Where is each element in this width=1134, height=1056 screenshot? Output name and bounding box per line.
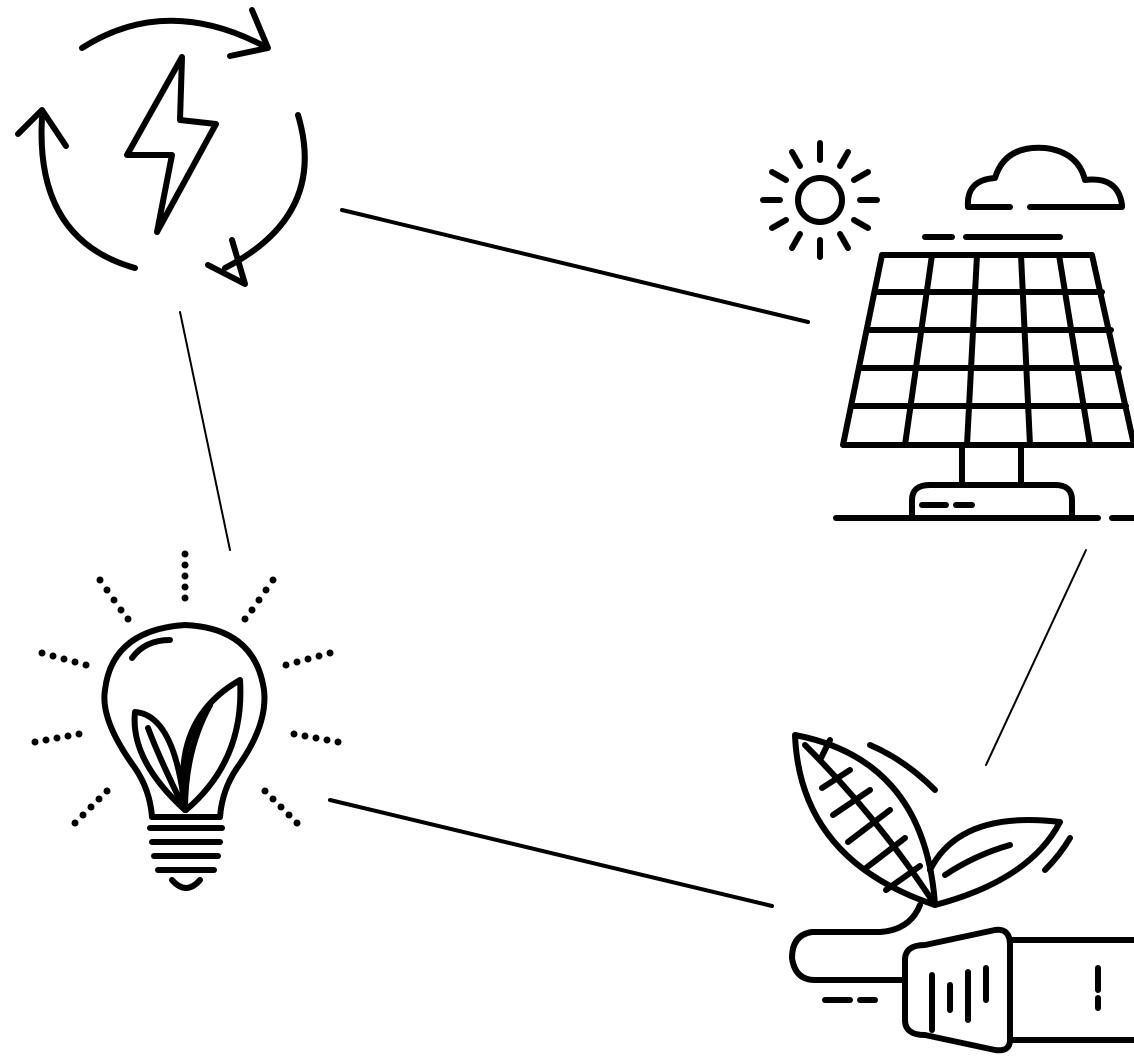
edge-cycle-to-bulb: [179, 311, 231, 551]
sun-icon: [760, 140, 880, 260]
edge-bulb-to-plug: [328, 798, 774, 908]
bulb-rays: [31, 550, 342, 827]
eco-light-bulb-icon: [31, 550, 342, 891]
edge-cycle-to-solar: [340, 208, 810, 324]
cloud-icon: [964, 144, 1125, 210]
edge-solar-to-plug: [985, 549, 1087, 766]
connectors: [179, 208, 1087, 908]
solar-panel-icon: [760, 140, 1134, 521]
leaf-plug-icon: [789, 732, 1134, 1054]
renewable-energy-cycle-icon: [15, 7, 308, 287]
